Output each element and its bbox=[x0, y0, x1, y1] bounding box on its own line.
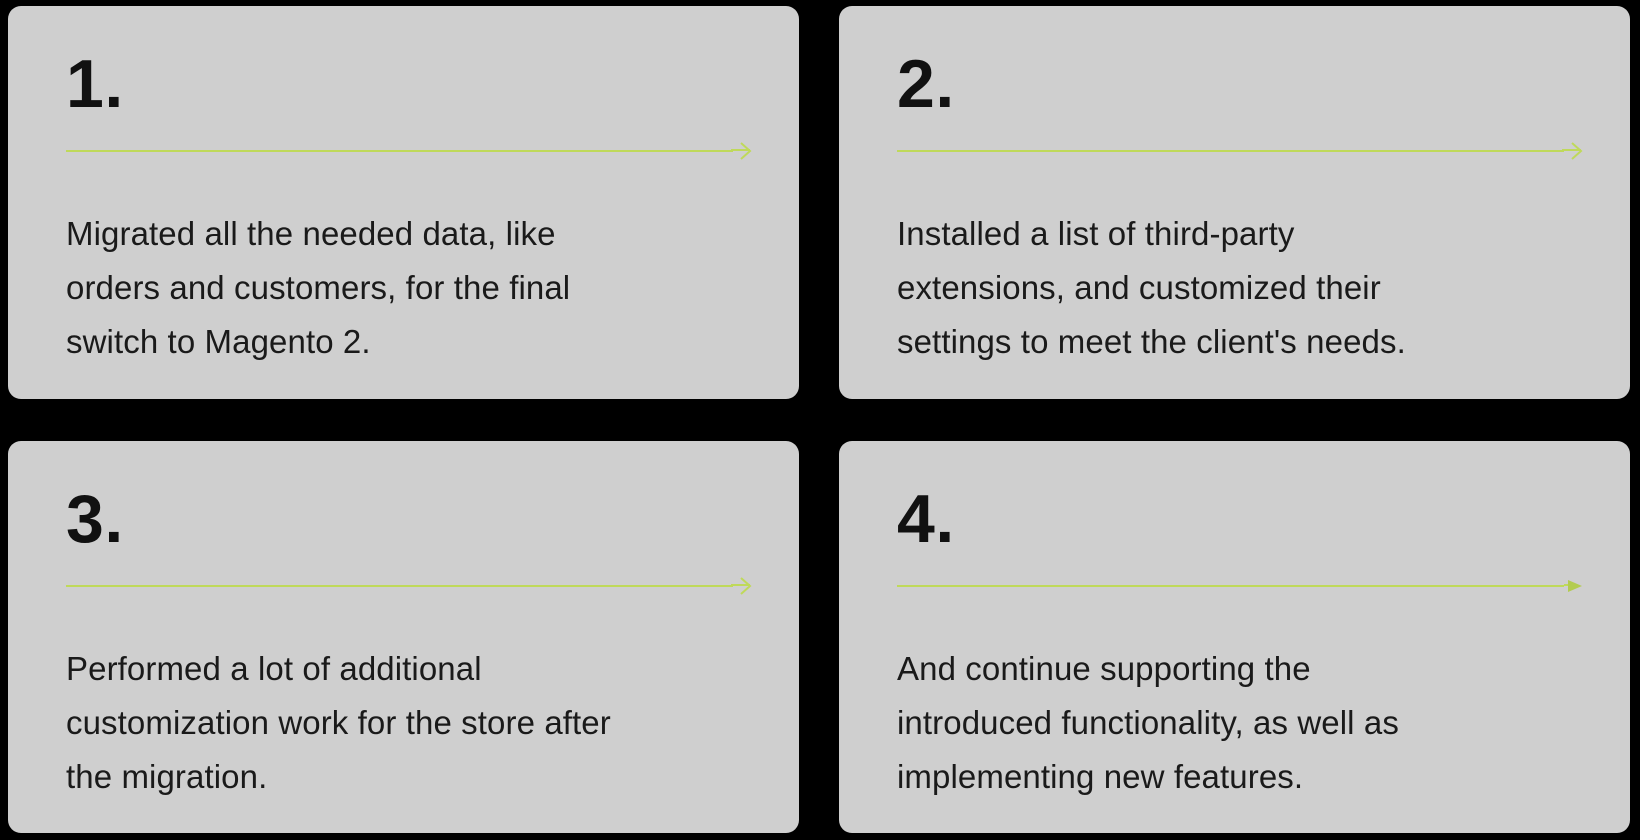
step-card-4: 4. And continue supporting the introduce… bbox=[839, 440, 1630, 833]
step-description: And continue supporting the introduced f… bbox=[897, 642, 1574, 804]
description-line: extensions, and customized their bbox=[897, 269, 1381, 306]
divider-line bbox=[897, 584, 1564, 587]
description-line: customization work for the store after bbox=[66, 703, 611, 741]
step-card-2: 2. Installed a list of third-party exten… bbox=[839, 6, 1630, 399]
step-number: 1. bbox=[66, 46, 124, 122]
arrow-right-triangle-icon bbox=[1564, 579, 1582, 592]
step-description: Performed a lot of additional customizat… bbox=[66, 642, 743, 804]
step-number: 3. bbox=[66, 480, 124, 557]
step-divider bbox=[66, 574, 753, 598]
description-line: settings to meet the client's needs. bbox=[897, 323, 1406, 360]
description-line: Installed a list of third-party bbox=[897, 215, 1295, 252]
divider-line bbox=[66, 584, 733, 587]
step-divider bbox=[897, 574, 1584, 598]
step-divider bbox=[66, 139, 753, 163]
step-number: 4. bbox=[897, 480, 955, 557]
description-line: Migrated all the needed data, like bbox=[66, 215, 556, 252]
divider-line bbox=[897, 150, 1564, 152]
description-line: introduced functionality, as well as bbox=[897, 703, 1399, 741]
step-description: Installed a list of third-party extensio… bbox=[897, 207, 1574, 369]
description-line: switch to Magento 2. bbox=[66, 323, 371, 360]
description-line: And continue supporting the bbox=[897, 649, 1311, 687]
step-divider bbox=[897, 139, 1584, 163]
step-card-3: 3. Performed a lot of additional customi… bbox=[8, 440, 799, 833]
description-line: implementing new features. bbox=[897, 757, 1304, 795]
arrow-right-chevron-icon bbox=[731, 142, 752, 160]
description-line: Performed a lot of additional bbox=[66, 649, 482, 687]
arrow-right-chevron-icon bbox=[731, 576, 752, 595]
description-line: orders and customers, for the final bbox=[66, 269, 571, 306]
arrow-right-chevron-icon bbox=[1562, 142, 1583, 160]
divider-line bbox=[66, 150, 733, 152]
step-description: Migrated all the needed data, like order… bbox=[66, 207, 743, 369]
description-line: the migration. bbox=[66, 757, 268, 795]
step-card-1: 1. Migrated all the needed data, like or… bbox=[8, 6, 799, 399]
step-number: 2. bbox=[897, 46, 955, 122]
